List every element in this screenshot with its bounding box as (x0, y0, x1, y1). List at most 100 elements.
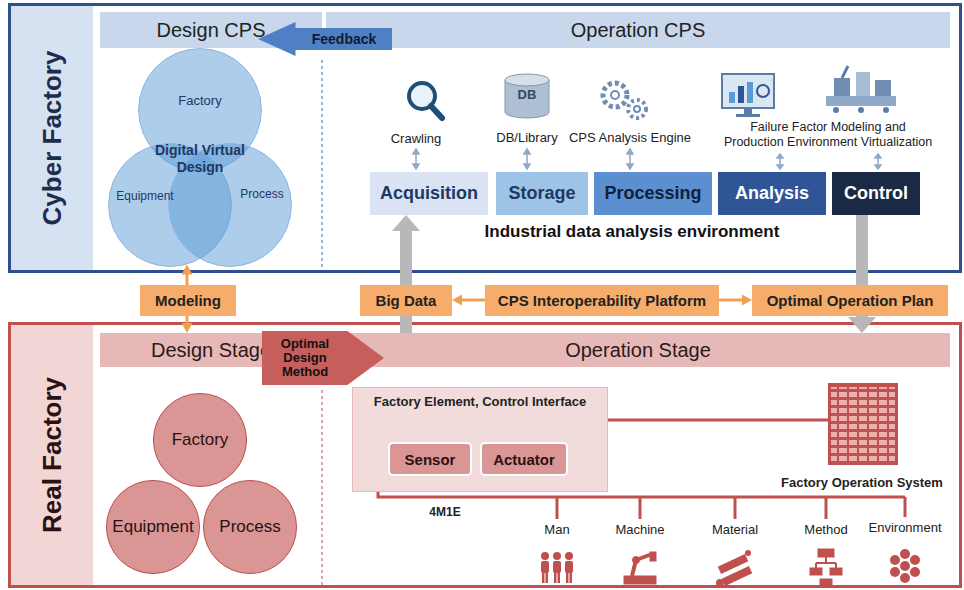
magnifier-icon (409, 83, 442, 118)
environment-icon (900, 561, 910, 571)
data-flow-arrow (400, 230, 412, 285)
gear-icon (611, 91, 619, 99)
header-bar-text: Operation CPS (571, 19, 706, 42)
icon-text: DB (518, 87, 537, 103)
venn-circle-text: Factory (178, 93, 221, 108)
small-double-arrow (415, 152, 417, 166)
man-icon (553, 552, 561, 560)
small-double-arrow (875, 154, 881, 169)
database-icon (505, 74, 549, 118)
process-box: Control (832, 172, 920, 215)
monitor-icon (738, 86, 744, 103)
process-box: Analysis (718, 172, 826, 215)
data-flow-arrow-head (392, 215, 420, 231)
element-circle-text: Factory (172, 430, 229, 450)
server-icon (828, 383, 898, 465)
man-icon (546, 572, 549, 583)
header-bar-text: Design Stage (151, 339, 271, 362)
header-bar-text: Operation Stage (565, 339, 711, 362)
element-circle-outline (153, 393, 246, 486)
tool-label: DB/Library (496, 130, 557, 146)
process-box: Acquisition (370, 172, 488, 215)
small-double-arrow (777, 154, 783, 169)
environment-icon (890, 567, 900, 577)
environment-icon (900, 573, 910, 583)
small-double-arrow (877, 157, 879, 166)
element-circle-outline (203, 480, 296, 573)
method-icon (818, 549, 834, 557)
monitor-icon (757, 85, 769, 97)
production-line-icon (826, 66, 896, 113)
material-icon (716, 550, 752, 587)
venn-circle-text: Process (240, 187, 283, 201)
production-line-icon (883, 107, 889, 113)
header-bar: Operation Stage (326, 333, 950, 367)
monitor-icon (736, 114, 760, 117)
platform-arrow (461, 299, 485, 302)
method-icon (810, 549, 842, 585)
process-box-text: Storage (508, 183, 575, 204)
small-double-arrow (413, 149, 881, 169)
modeling-arrow-head (182, 323, 193, 333)
production-line-icon (842, 66, 848, 78)
database-icon (505, 80, 549, 118)
small-double-arrow (526, 152, 528, 166)
man-icon (558, 572, 561, 583)
small-double-arrow (524, 149, 530, 169)
link-box: Big Data (360, 285, 452, 316)
monitor-icon (729, 92, 735, 103)
divider-line (321, 60, 323, 268)
method-icon (830, 568, 842, 575)
control-wire (557, 497, 905, 519)
material-icon (716, 579, 724, 587)
small-double-arrow (779, 157, 781, 166)
small-double-arrow (413, 149, 419, 169)
device-box-text: Sensor (405, 451, 456, 468)
production-line-icon (833, 107, 839, 113)
link-box-text: Optimal Operation Plan (767, 292, 934, 309)
small-double-arrow (629, 152, 631, 166)
process-box-text: Analysis (735, 183, 809, 204)
man-icon (554, 572, 557, 583)
control-flow-arrow (856, 215, 868, 285)
control-flow-arrow-head (848, 317, 876, 333)
gear-icon (634, 106, 640, 112)
machine-icon (633, 557, 640, 564)
header-bar: Operation CPS (326, 12, 950, 48)
process-box: Storage (496, 172, 588, 215)
magnifier-icon (409, 83, 435, 109)
man-icon (570, 572, 573, 583)
environment-icon (890, 549, 920, 583)
area-label: Industrial data analysis environment (485, 222, 780, 242)
element-circle: Process (203, 480, 297, 574)
element-label: Environment (869, 520, 942, 536)
element-label: Material (712, 522, 758, 538)
production-line-icon (856, 72, 870, 96)
modeling-arrow (186, 274, 189, 285)
machine-icon (632, 554, 652, 576)
element-circle: Equipment (106, 480, 200, 574)
material-icon (722, 566, 753, 586)
link-box: Modeling (140, 285, 236, 316)
design-arrow-text: Optimal Design Method (265, 337, 345, 380)
interface-box: Factory Element, Control InterfaceSensor… (352, 387, 608, 492)
feedback-arrow-text: Feedback (312, 31, 377, 47)
material-icon (718, 554, 749, 574)
link-box: Optimal Operation Plan (752, 285, 948, 316)
production-line-icon (826, 96, 896, 106)
machine-icon (624, 576, 656, 584)
system-label: Factory Operation System (781, 475, 943, 491)
gear-icon (628, 100, 646, 118)
feedback-arrow-outline (258, 22, 392, 56)
process-box: Processing (594, 172, 712, 215)
method-icon (816, 557, 836, 568)
environment-icon (900, 549, 910, 559)
environment-icon (910, 555, 920, 565)
venn-circle-text: Equipment (116, 189, 173, 203)
element-label: Method (804, 522, 847, 538)
process-box-text: Control (844, 183, 908, 204)
device-box: Actuator (480, 442, 568, 476)
element-circle-text: Process (219, 517, 280, 537)
divider-line (322, 60, 323, 585)
man-icon (553, 561, 561, 573)
